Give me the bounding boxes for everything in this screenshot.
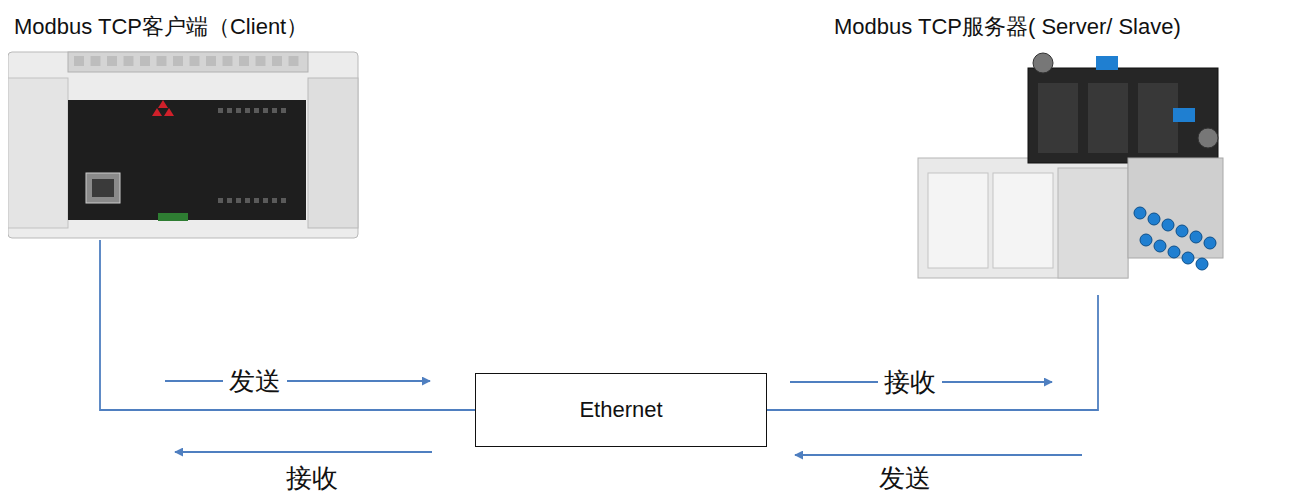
signal-label: 接收: [878, 365, 942, 400]
plc-client-picture: [8, 8, 408, 240]
plc-client: Modbus TCP客户端（Client）: [8, 8, 408, 240]
ethernet-cable: [100, 240, 475, 410]
signal-label: 接收: [280, 461, 344, 495]
signal-label: 发送: [223, 364, 287, 399]
device-heading: Modbus TCP客户端（Client）: [14, 12, 308, 42]
ethernet-cable: [767, 295, 1098, 410]
send-arrow: [795, 454, 1082, 456]
receive-arrow: [175, 451, 432, 453]
device-heading: Modbus TCP服务器( Server/ Slave): [834, 12, 1181, 42]
send-arrow: [165, 380, 430, 382]
signal-label: 发送: [873, 461, 937, 495]
valve-terminal-server-picture: [828, 8, 1298, 295]
valve-terminal-server: Modbus TCP服务器( Server/ Slave): [828, 8, 1298, 295]
box-label: Ethernet: [579, 397, 662, 423]
network-box: Ethernet: [475, 373, 767, 447]
